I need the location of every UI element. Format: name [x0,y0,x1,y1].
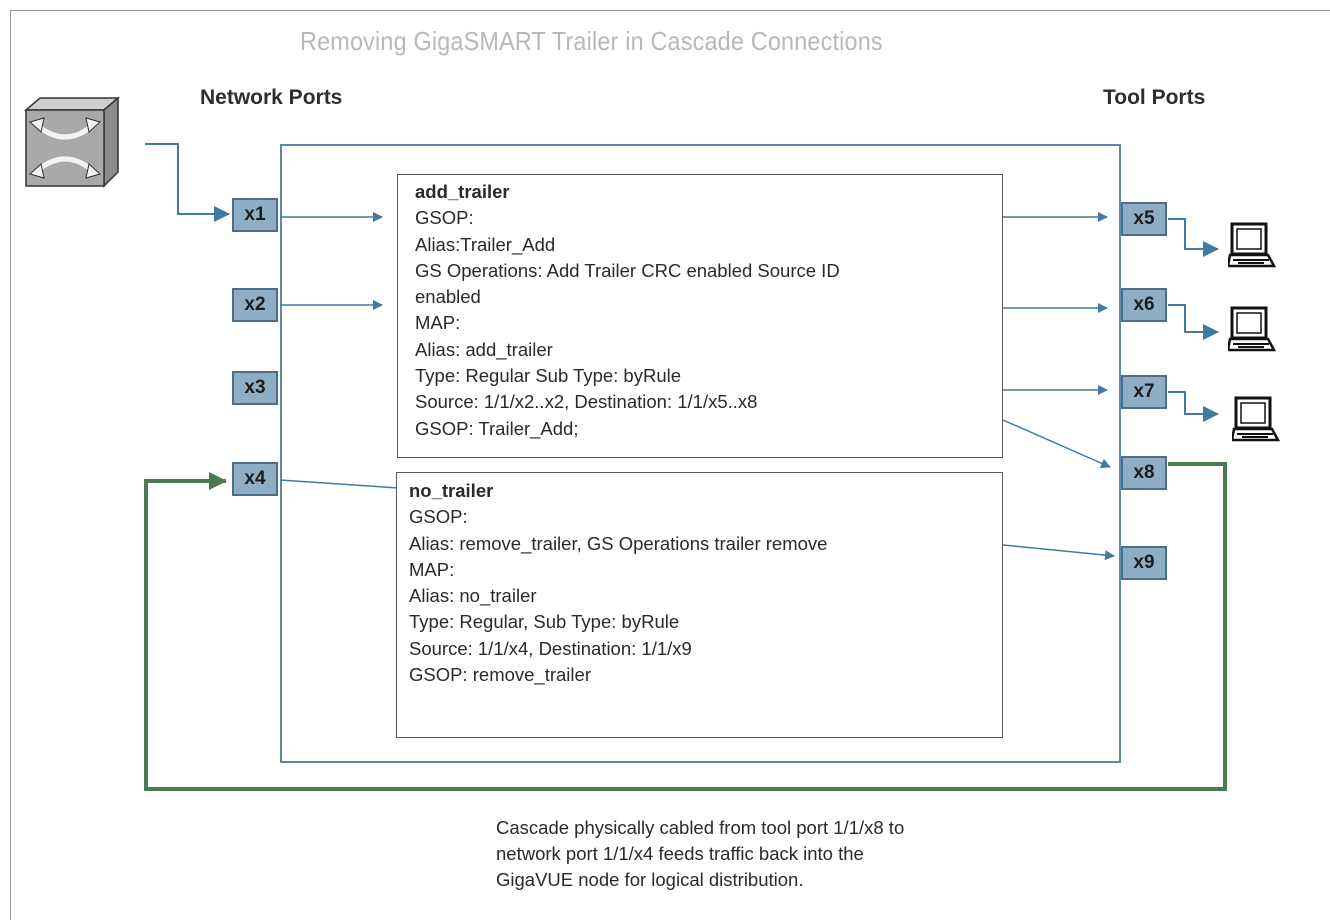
x4-to-map-line [279,479,399,489]
map-line: Alias: add_trailer [415,338,553,360]
map-line: Source: 1/1/x2..x2, Destination: 1/1/x5.… [415,391,758,413]
caption-line: Cascade physically cabled from tool port… [496,817,905,838]
gigavue-node [280,144,1121,763]
diagram-frame [10,10,1330,920]
x7-to-tool-link [1168,391,1219,422]
x5-to-tool-link [1168,218,1219,257]
cascade-caption: Cascade physically cabled from tool port… [496,815,904,893]
map-to-x8-arrow [1002,419,1111,468]
map-line: Alias: no_trailer [409,585,537,607]
map-name: no_trailer [409,480,494,501]
network-ports-heading: Network Ports [200,86,343,109]
tool-port-x6: x6 [1121,288,1167,322]
map-line: Alias:Trailer_Add [415,233,556,255]
x6-to-tool-link [1168,304,1219,340]
add-trailer-map-box: add_trailer GSOP: Alias:Trailer_Add GS O… [397,174,1003,458]
diagram-title: Removing GigaSMART Trailer in Cascade Co… [300,26,883,56]
map-line: Type: Regular Sub Type: byRule [415,365,682,387]
laptop-icon [1232,396,1281,442]
cascade-cable [144,462,1227,791]
map-line: GSOP: [415,207,474,229]
map-line: GSOP: [409,506,468,528]
caption-line: GigaVUE node for logical distribution. [496,869,804,890]
map-to-x9-arrow [1002,544,1115,561]
map-line: GSOP: remove_trailer [409,664,591,686]
map-line: GSOP: Trailer_Add; [415,417,579,439]
tool-port-x7: x7 [1121,375,1167,409]
map-line: enabled [415,286,481,308]
map-line: MAP: [415,312,461,334]
network-port-x1: x1 [232,198,278,232]
tool-ports-heading: Tool Ports [1103,86,1206,109]
tool-port-x9: x9 [1121,546,1167,580]
map-line: MAP: [409,558,455,580]
network-switch-icon [24,96,120,188]
network-port-x3: x3 [232,371,278,405]
tool-port-x5: x5 [1121,202,1167,236]
switch-to-x1-link [145,143,230,222]
map-line: Type: Regular, Sub Type: byRule [409,611,680,633]
laptop-icon [1228,306,1277,352]
tool-port-x8: x8 [1121,456,1167,490]
network-port-x2: x2 [232,288,278,322]
map-line: Source: 1/1/x4, Destination: 1/1/x9 [409,637,692,659]
no-trailer-map-box: no_trailer GSOP: Alias: remove_trailer, … [396,472,1003,738]
network-port-x4: x4 [232,462,278,496]
map-line: GS Operations: Add Trailer CRC enabled S… [415,259,840,281]
map-name: add_trailer [415,181,510,202]
caption-line: network port 1/1/x4 feeds traffic back i… [496,843,864,864]
map-line: Alias: remove_trailer, GS Operations tra… [409,532,828,554]
laptop-icon [1228,222,1277,268]
